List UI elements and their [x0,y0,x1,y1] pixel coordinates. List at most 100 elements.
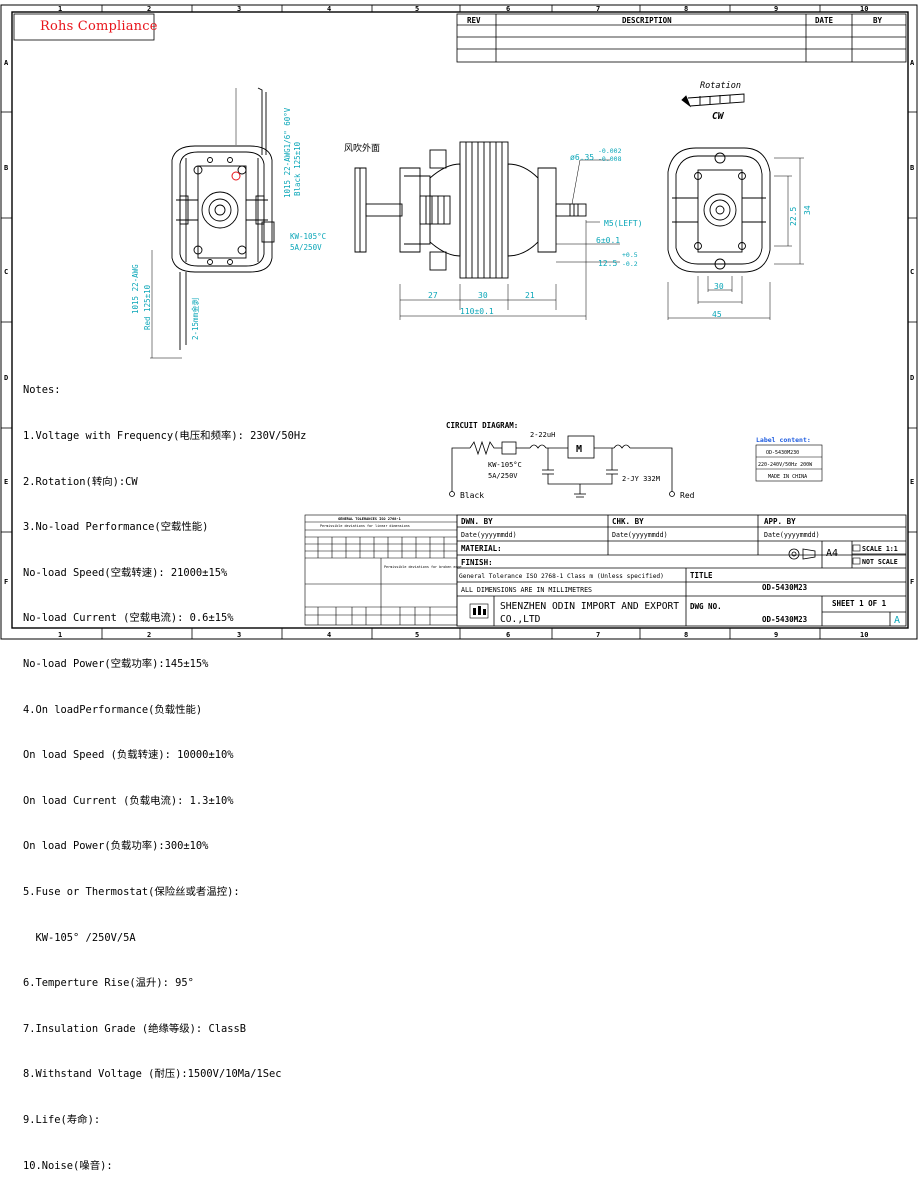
circuit-title: CIRCUIT DIAGRAM: [446,421,518,430]
scale-checkbox[interactable] [852,544,861,552]
grid-col-5: 5 [415,5,419,13]
grid-row-e-right: E [910,478,914,486]
finish-label: FINISH: [461,558,493,567]
note-on-load-current: On load Current (负载电流): 1.3±10% [23,794,234,807]
rotation-arrow-icon [681,93,745,108]
grid-col-4-bottom: 4 [327,631,331,639]
not-scale-checkbox[interactable] [852,557,861,565]
note-insulation: 7.Insulation Grade (绝缘等级): ClassB [23,1022,246,1035]
side-view-labels: 风吹外面 ø6.35 -0.002 -0.008 M5(LEFT) 6±0.1 … [344,142,643,316]
grid-col-3-bottom: 3 [237,631,241,639]
circuit-thermostat: KW-105°C [488,461,522,469]
lead-red-length: Red 125±10 [143,284,152,330]
dim-30: 30 [478,291,488,300]
rotation-direction: CW [712,111,725,122]
label-line-origin: MADE IN CHINA [768,474,807,480]
grid-col-1: 1 [58,5,62,13]
revision-table [456,13,907,63]
title-block [456,514,907,627]
thread-spec: M5(LEFT) [604,219,643,228]
circuit-capacitor: 2-JY 332M [622,475,660,483]
grid-row-e: E [4,478,8,486]
note-fuse: 5.Fuse or Thermostat(保险丝或者温控): [23,885,240,898]
dim-21: 21 [525,291,535,300]
notes-heading: Notes: [23,384,61,397]
note-temperature-rise: 6.Temperture Rise(温升): 95° [23,977,194,990]
drawing-number-label: DWG NO. [690,602,722,611]
grid-col-1-bottom: 1 [58,631,62,639]
grid-row-a-right: A [910,59,915,67]
tolerance-table [304,514,458,626]
grid-row-f: F [4,578,8,586]
lead-red-spec: 1015 22-AWG [131,264,140,314]
dim-22-5: 22.5 [789,207,798,226]
side-view [354,141,620,320]
approved-date-label: Date(yyyymmdd) [764,531,820,539]
grid-ticks-top [1,5,917,639]
tolerance-table-title: GENERAL TOLERANCES ISO 2768-1 [338,517,401,521]
grid-col-6-bottom: 6 [506,631,510,639]
grid-labels: 1 2 3 4 5 6 7 8 9 10 A B C D E F A B C D… [4,5,915,639]
tolerance-row-edge: Permissible deviations for broken edge [384,565,462,569]
front-view-left [150,87,275,359]
drawn-by-label: DWN. BY [461,517,493,526]
grid-col-9: 9 [774,5,778,13]
grid-row-b: B [4,164,8,172]
grid-row-b-right: B [910,164,914,172]
note-voltage: 1.Voltage with Frequency(电压和频率): 230V/50… [23,430,307,442]
grid-col-10: 10 [860,5,868,13]
grid-col-8: 8 [684,5,688,13]
shaft-diameter: ø6.35 [570,153,594,162]
tin-length: 2-15mm金剥 [190,298,200,340]
dim-6: 6±0.1 [596,236,620,245]
grid-col-2: 2 [147,5,151,13]
grid-col-2-bottom: 2 [147,631,151,639]
drawn-date-label: Date(yyyymmdd) [461,531,517,539]
grid-col-6: 6 [506,5,510,13]
thermostat-rating: KW-105°C [290,232,326,241]
note-on-load-performance: 4.On loadPerformance(负载性能) [23,703,203,716]
thermostat-current: 5A/250V [290,243,322,252]
label-content-title: Label content: [756,436,811,444]
by-header: BY [873,16,883,25]
rotation-label: Rotation [700,81,741,91]
sheet-label: SHEET 1 OF 1 [832,599,887,608]
dim-27: 27 [428,291,438,300]
note-no-load-speed: No-load Speed(空载转速): 21000±15% [23,566,228,579]
front-view-right [667,147,804,320]
note-rotation: 2.Rotation(转向):CW [23,475,138,488]
material-label: MATERIAL: [461,544,502,553]
shaft-tolerance-lower: -0.008 [598,155,622,163]
title-label: TITLE [690,571,713,580]
label-content-box [755,444,823,482]
tolerance-label: General Tolerance ISO 2768-1 Class m (Un… [459,573,664,580]
note-no-load-performance: 3.No-load Performance(空载性能) [23,521,209,534]
approved-by-label: APP. BY [764,517,796,526]
grid-col-7: 7 [596,5,600,13]
circuit-diagram [449,435,675,498]
label-line-rating: 220-240V/50Hz 200W [758,462,813,468]
rohs-compliance-label: Rohs Compliance [40,19,158,34]
dim-12-5-tol-upper: +0.5 [622,251,638,259]
company-name: SHENZHEN ODIN IMPORT AND EXPORT [500,601,679,612]
grid-col-5-bottom: 5 [415,631,419,639]
grid-row-d-right: D [910,374,914,382]
drawing-number-value: OD-5430M23 [762,615,808,624]
grid-col-4: 4 [327,5,331,13]
not-scale-label: NOT SCALE [862,558,898,566]
dim-34: 34 [803,205,812,215]
drawing-sheet: 1 2 3 4 5 6 7 8 9 10 A B C D E F A B C D… [0,4,918,640]
scale-label: SCALE 1:1 [862,545,898,553]
date-header: DATE [815,16,834,25]
note-on-load-power: On load Power(负载功率):300±10% [23,840,209,853]
lead-black-length: Black 125±10 [293,141,302,196]
dim-45: 45 [712,310,722,319]
title-block-labels: DWN. BY CHK. BY APP. BY Date(yyyymmdd) D… [459,517,900,626]
red-terminal-icon [231,171,241,181]
description-header: DESCRIPTION [622,16,672,25]
notes-list: Notes: 1.Voltage with Frequency(电压和频率): … [23,353,306,1189]
label-line-model: OD-5430M230 [766,450,799,456]
note-noise: 10.Noise(噪音): [23,1159,113,1172]
grid-row-d: D [4,374,8,382]
grid-row-c-right: C [910,268,914,276]
